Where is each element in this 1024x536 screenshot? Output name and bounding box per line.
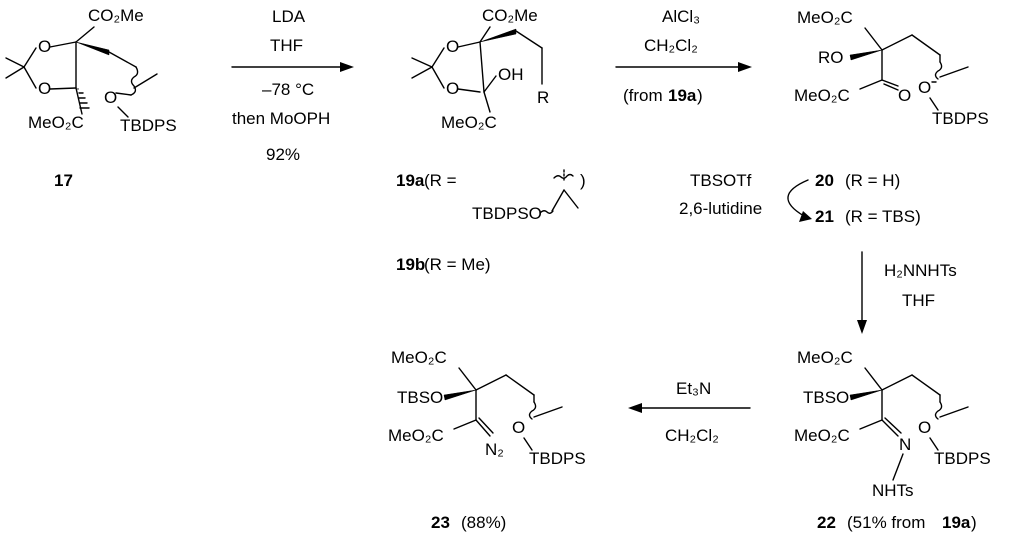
c19-co2me-top: CO₂Me [482,6,538,25]
r4-line1: H₂NNHTs [884,261,957,280]
r2-line2: CH₂Cl₂ [644,36,698,55]
c22-n: N [899,435,911,454]
c23-n2: N₂ [485,440,504,459]
c22-label-close: ) [971,513,977,532]
c19-o-upper: O [446,37,459,56]
c17-o-ether: O [104,88,117,107]
c23-bonds [443,367,563,451]
c20-tbdps: TBDPS [932,109,989,128]
c22-label-ref: 19a [942,513,971,532]
c19b-label: 19b [396,255,425,274]
c17-meo2c: MeO₂C [28,113,84,132]
r4-line2: THF [902,291,935,310]
c20-bonds [849,27,969,111]
r2-note-ref: 19a [668,86,697,105]
c22-tbso: TBSO [803,388,849,407]
r1-line3: –78 °C [262,80,314,99]
c22-bonds [849,367,969,481]
compound-19: CO₂Me O O OH R MeO₂C 19a (R = ) TBDPSO [396,6,586,274]
c23-meo2c-top: MeO₂C [391,348,447,367]
c19-r: R [537,88,549,107]
c22-label-text: (51% from [847,513,925,532]
c19a-label-close: ) [580,171,586,190]
c17-o-lower: O [38,79,51,98]
c23-label-text: (88%) [461,513,506,532]
c23-tbdps: TBDPS [529,449,586,468]
c19b-label-text: (R = Me) [424,255,491,274]
c20-label: 20 [815,171,834,190]
c17-tbdps: TBDPS [120,116,177,135]
r1-line1: LDA [272,7,306,26]
reaction-arrow-4: H₂NNHTs THF [857,251,957,334]
curved-arrow-20-21 [787,179,812,222]
c19-bonds [411,26,543,113]
c20-meo2c-top: MeO₂C [797,8,853,27]
r5-line1: Et₃N [676,379,711,398]
compound-22: MeO₂C TBSO MeO₂C N O TBDPS NHTs 22 (51% … [794,348,991,532]
c23-tbso: TBSO [397,388,443,407]
c21-label: 21 [815,207,834,226]
r1-line4: then MoOPH [232,109,330,128]
c17-bonds [5,26,158,118]
reaction-arrow-1: LDA THF –78 °C then MoOPH 92% [231,7,354,164]
c22-o-ether: O [918,418,931,437]
c22-label: 22 [817,513,836,532]
c19-meo2c: MeO₂C [441,113,497,132]
c19-o-lower: O [446,79,459,98]
reaction-arrow-5: Et₃N CH₂Cl₂ [628,379,751,445]
r3-line2: 2,6-lutidine [679,199,762,218]
c19a-tbdpso: TBDPSO [472,204,542,223]
c19a-label-text: (R = [424,171,457,190]
compound-17: CO₂Me O O MeO₂C O TBDPS 17 [5,6,177,190]
c20-meo2c-bottom: MeO₂C [794,86,850,105]
c22-tbdps: TBDPS [934,449,991,468]
c17-co2me-top: CO₂Me [88,6,144,25]
c22-nhts: NHTs [872,481,914,500]
c23-o-ether: O [512,418,525,437]
r2-note-close: ) [697,86,703,105]
c22-meo2c-bottom: MeO₂C [794,426,850,445]
c19a-r-group-bonds [539,169,579,214]
r2-note-open: (from [623,86,663,105]
reaction-arrow-2: AlCl₃ CH₂Cl₂ (from 19a ) [615,7,752,105]
c21-label-text: (R = TBS) [845,207,921,226]
c20-label-text: (R = H) [845,171,900,190]
r1-line5: 92% [266,145,300,164]
c23-label: 23 [431,513,450,532]
reaction-reagents-3: TBSOTf 2,6-lutidine [679,171,762,218]
c19a-label: 19a [396,171,425,190]
c20-ro: RO [818,48,844,67]
c20-o-ether: O [918,78,931,97]
compound-23: MeO₂C TBSO MeO₂C N₂ O TBDPS 23 (88%) [388,348,586,532]
r5-line2: CH₂Cl₂ [665,426,719,445]
r2-line1: AlCl₃ [662,7,700,26]
c19-oh: OH [498,65,524,84]
c22-meo2c-top: MeO₂C [797,348,853,367]
r1-line2: THF [270,36,303,55]
compound-20: MeO₂C RO MeO₂C O O TBDPS 20 (R = H) 21 (… [787,8,989,226]
c23-meo2c-bottom: MeO₂C [388,426,444,445]
c17-label: 17 [54,171,73,190]
c20-o-ketone: O [898,86,911,105]
r3-line1: TBSOTf [690,171,752,190]
c17-o-upper: O [38,37,51,56]
